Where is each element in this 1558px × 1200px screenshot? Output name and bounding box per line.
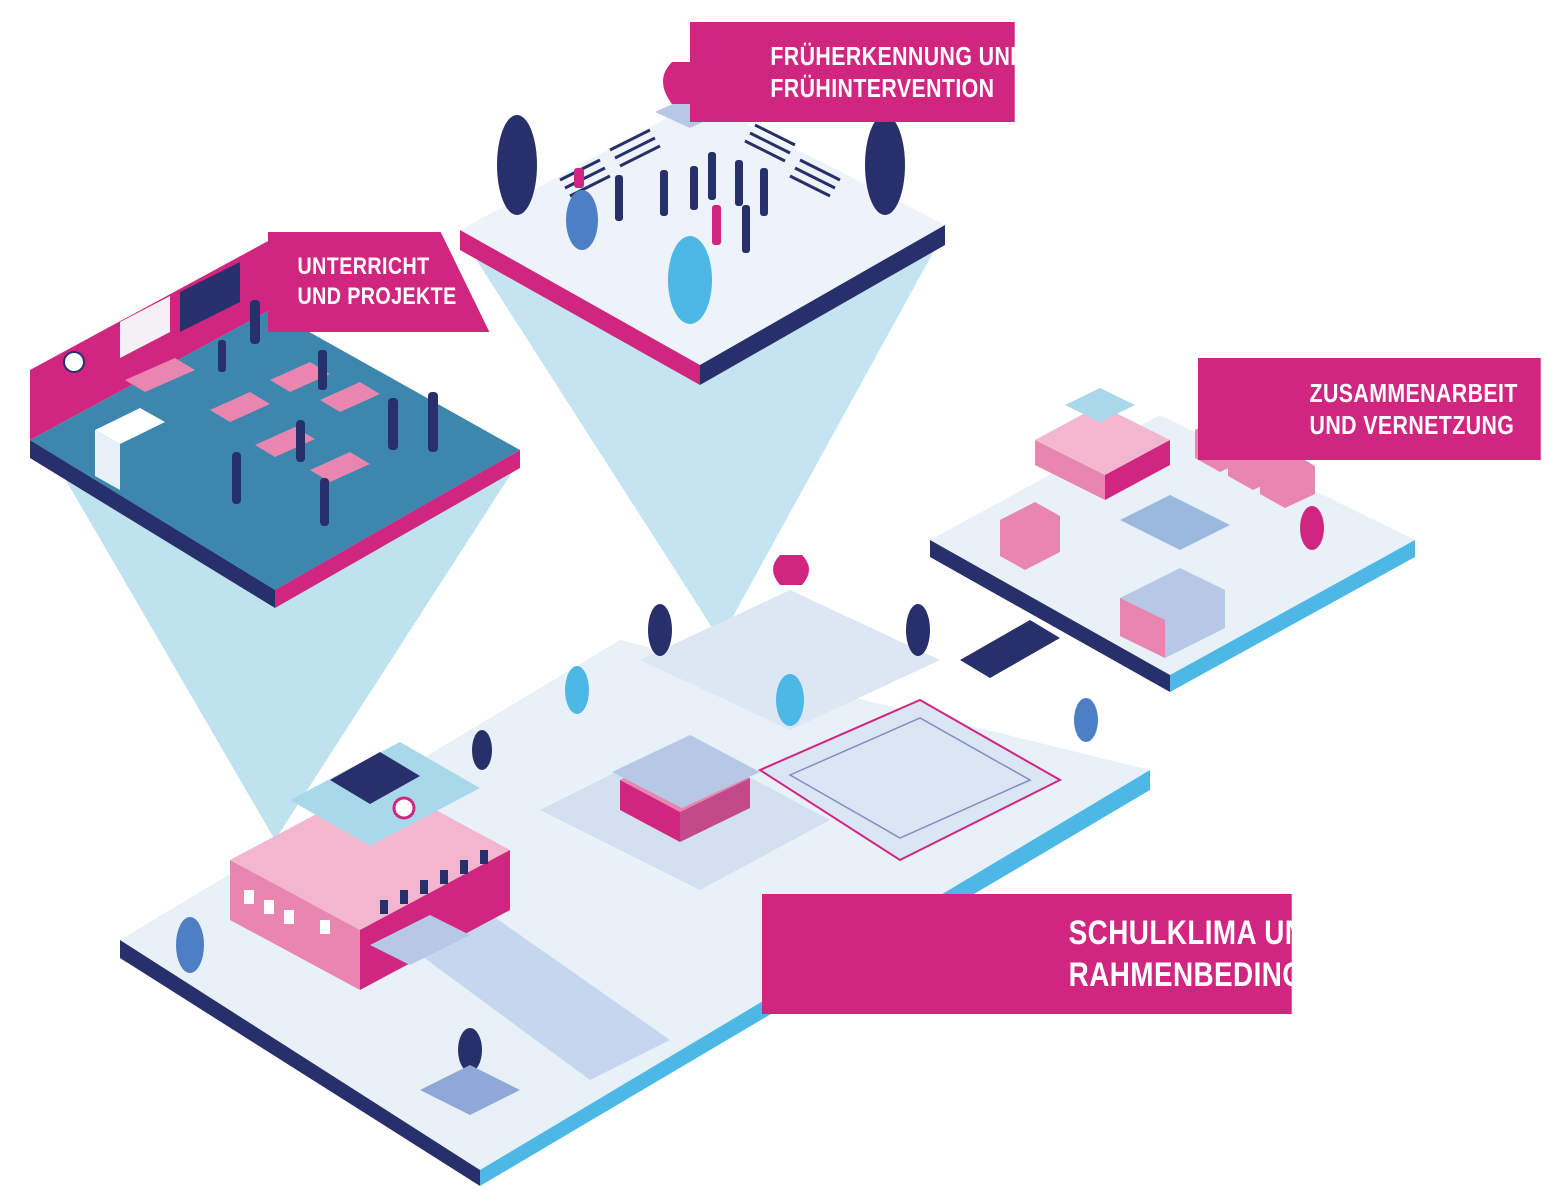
label-line-1: ZUSAMMENARBEIT — [1309, 377, 1518, 408]
label-line-2: FRÜHINTERVENTION — [770, 73, 995, 103]
label-line-2: UND VERNETZUNG — [1309, 410, 1515, 440]
tree-icon — [497, 115, 905, 324]
label-line-1: FRÜHERKENNUNG UND — [770, 40, 1027, 71]
label-line-1: UNTERRICHT — [297, 253, 430, 280]
tree-icon — [176, 604, 1098, 1072]
house-icon — [612, 735, 760, 842]
label-line-2: UND PROJEKTE — [297, 283, 457, 310]
school-building-icon — [1035, 388, 1170, 500]
vase-icon — [773, 555, 809, 585]
projection-beam-courtyard — [470, 240, 940, 640]
tree-icon — [1300, 506, 1324, 550]
label-frueherkennung-und-fruehintervention: FRÜHERKENNUNG UND FRÜHINTERVENTION — [690, 22, 1027, 122]
school-building-icon — [230, 742, 510, 990]
clock-icon — [63, 351, 85, 373]
road — [960, 620, 1060, 678]
label-line-2: RAHMENBEDINGUNGEN — [1068, 956, 1408, 994]
courtyard-platform — [460, 62, 945, 385]
clock-icon — [392, 796, 416, 820]
label-zusammenarbeit-und-vernetzung: ZUSAMMENARBEIT UND VERNETZUNG — [1198, 358, 1541, 460]
label-line-1: SCHULKLIMA UND — [1068, 913, 1326, 952]
label-schulklima-und-rahmenbedingungen: SCHULKLIMA UND RAHMENBEDINGUNGEN — [762, 894, 1408, 1014]
mini-courtyard — [640, 555, 940, 730]
classroom-platform — [30, 240, 520, 608]
projection-beam-classroom — [60, 460, 520, 840]
